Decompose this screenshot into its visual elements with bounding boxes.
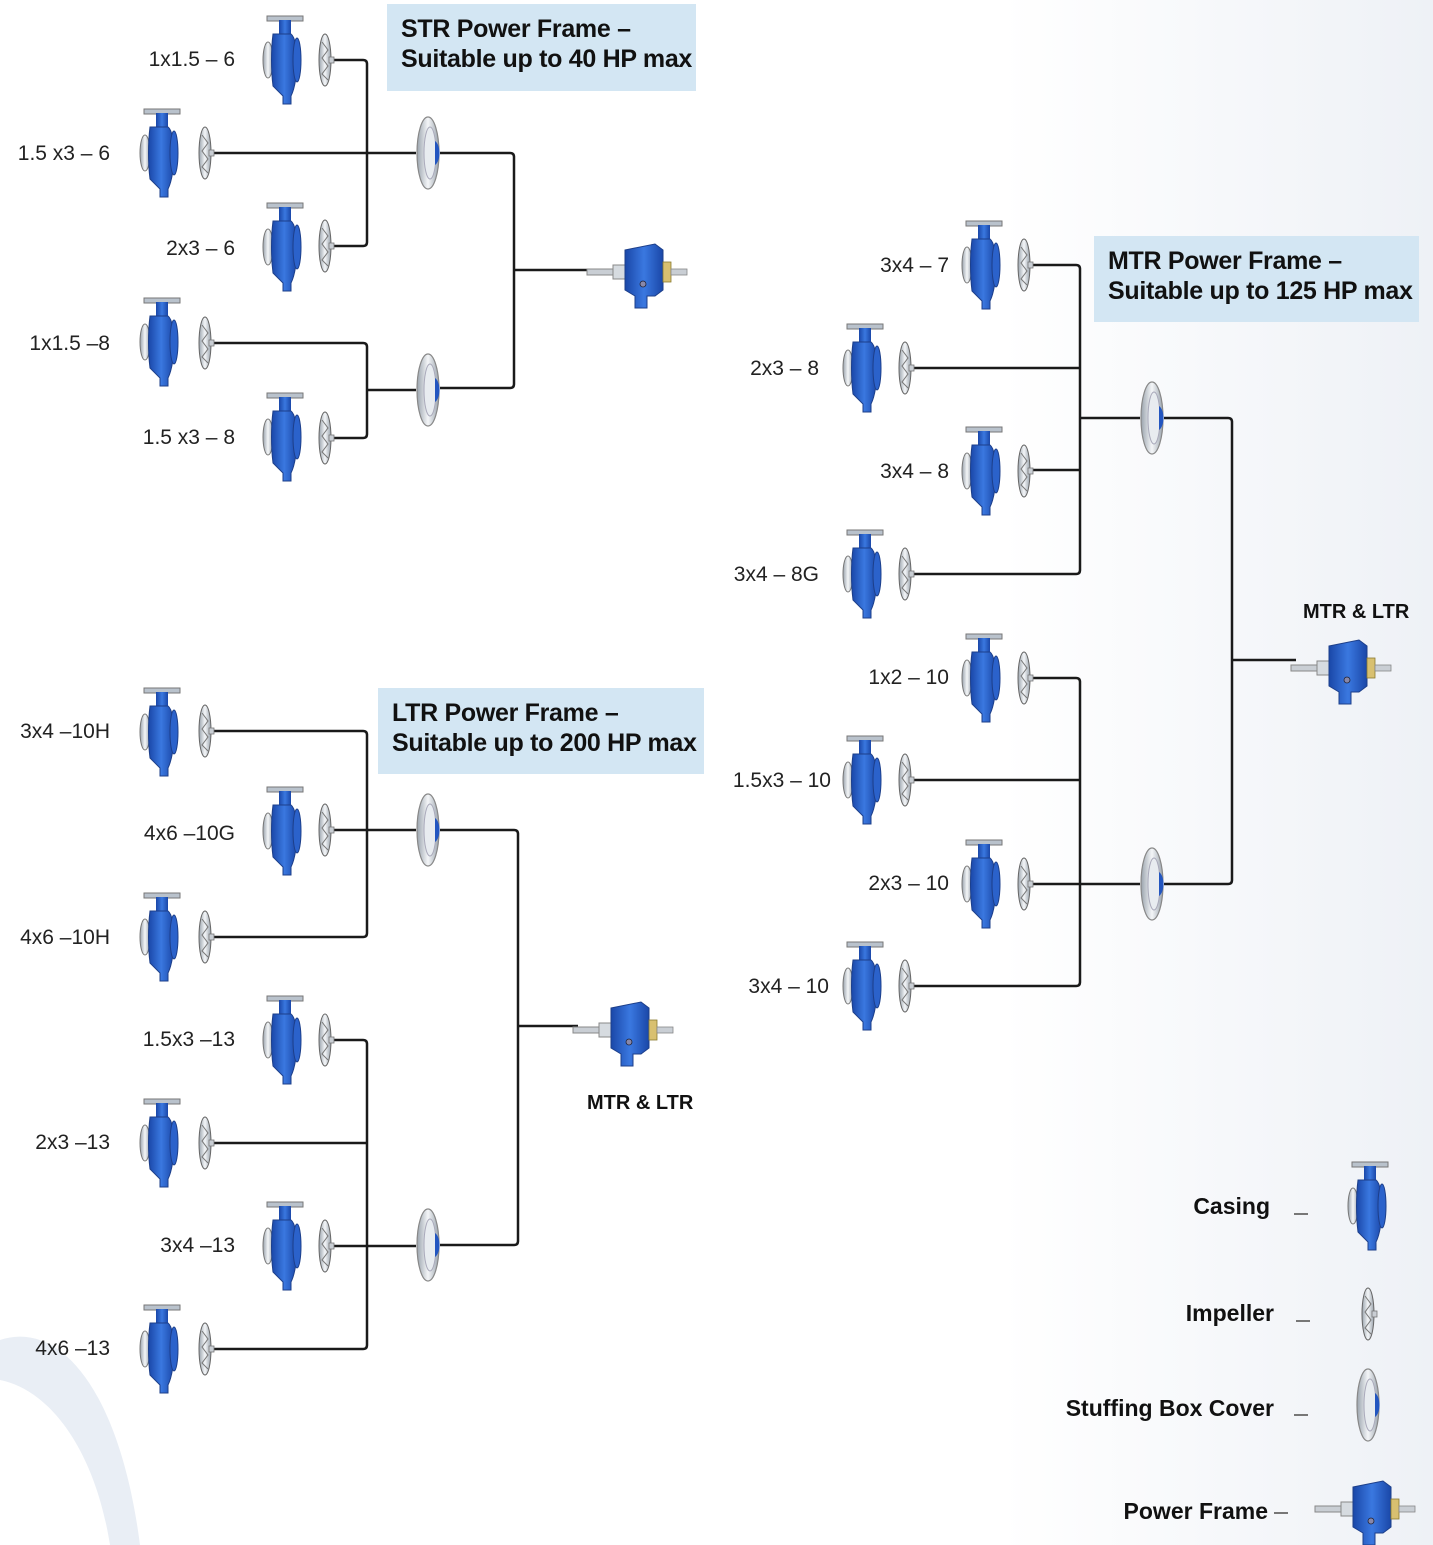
power-frame-icon <box>572 1001 674 1067</box>
casing-icon <box>961 633 1003 723</box>
mtr-frame-title: MTR Power Frame – <box>1108 247 1342 275</box>
stuffing-box-cover-icon <box>1140 847 1165 921</box>
impeller-icon <box>198 1322 215 1376</box>
legend-casing-label: Casing <box>1193 1193 1270 1219</box>
impeller-icon <box>898 753 915 807</box>
impeller-icon <box>1361 1287 1378 1341</box>
pump-label: 4x6 –10G <box>143 822 235 845</box>
pump-label: 3x4 – 10 <box>748 975 829 998</box>
pump-label: 4x6 –13 <box>35 1337 110 1360</box>
pump-label: 3x4 –13 <box>160 1234 235 1257</box>
legend-dash <box>1294 1213 1308 1215</box>
casing-icon <box>961 426 1003 516</box>
pump-label: 2x3 – 6 <box>166 237 235 260</box>
legend-power-frame-label: Power Frame <box>1123 1498 1268 1524</box>
impeller-icon <box>898 959 915 1013</box>
power-frame-label: MTR & LTR <box>587 1092 694 1114</box>
pump-label: 3x4 – 7 <box>880 254 949 277</box>
legend-dash <box>1294 1414 1308 1416</box>
impeller-icon <box>1017 238 1034 292</box>
ltr-frame-subtitle: Suitable up to 200 HP max <box>392 729 697 757</box>
impeller-icon <box>318 1013 335 1067</box>
str-frame-subtitle: Suitable up to 40 HP max <box>401 45 693 73</box>
casing-icon <box>842 735 884 825</box>
pump-label: 4x6 –10H <box>20 926 110 949</box>
impeller-icon <box>1017 651 1034 705</box>
casing-icon <box>961 220 1003 310</box>
legend-stuffing-box-cover-label: Stuffing Box Cover <box>1065 1395 1274 1421</box>
pump-label: 3x4 –10H <box>20 720 110 743</box>
impeller-icon <box>318 411 335 465</box>
watermark-swoosh <box>0 1336 140 1545</box>
pump-label: 2x3 – 10 <box>868 872 949 895</box>
pump-label: 1.5x3 –13 <box>142 1028 235 1051</box>
mtr-components <box>842 220 1392 1031</box>
pump-label: 1x2 – 10 <box>868 666 949 689</box>
casing-icon <box>139 687 181 777</box>
pump-label: 1.5x3 – 10 <box>732 769 831 792</box>
casing-icon <box>139 892 181 982</box>
impeller-icon <box>898 341 915 395</box>
casing-icon <box>262 392 304 482</box>
casing-icon <box>262 1201 304 1291</box>
mtr-frame-box: MTR Power Frame – Suitable up to 125 HP … <box>1094 236 1419 322</box>
impeller-icon <box>198 126 215 180</box>
pump-label: 1.5 x3 – 8 <box>142 426 235 449</box>
stuffing-box-cover-icon <box>416 353 441 427</box>
casing-icon <box>262 995 304 1085</box>
casing-icon <box>262 15 304 105</box>
casing-icon <box>1347 1161 1389 1251</box>
casing-icon <box>842 941 884 1031</box>
impeller-icon <box>198 316 215 370</box>
pump-label: 1.5 x3 – 6 <box>17 142 110 165</box>
pump-label: 2x3 –13 <box>35 1131 110 1154</box>
impeller-icon <box>318 219 335 273</box>
casing-icon <box>139 297 181 387</box>
pump-label: 3x4 – 8 <box>880 460 949 483</box>
str-frame-box: STR Power Frame – Suitable up to 40 HP m… <box>387 4 696 91</box>
impeller-icon <box>318 1219 335 1273</box>
legend-impeller-label: Impeller <box>1185 1300 1274 1326</box>
casing-icon <box>139 108 181 198</box>
impeller-icon <box>1017 857 1034 911</box>
power-frame-icon <box>1314 1480 1416 1545</box>
legend-dash <box>1274 1512 1288 1514</box>
ltr-frame-title: LTR Power Frame – <box>392 699 619 727</box>
stuffing-box-cover-icon <box>416 1208 441 1282</box>
casing-icon <box>139 1304 181 1394</box>
impeller-icon <box>318 33 335 87</box>
casing-icon <box>262 786 304 876</box>
power-frame-label: MTR & LTR <box>1303 601 1410 623</box>
ltr-frame-box: LTR Power Frame – Suitable up to 200 HP … <box>378 688 704 774</box>
stuffing-box-cover-icon <box>416 116 441 190</box>
casing-icon <box>262 202 304 292</box>
impeller-icon <box>198 704 215 758</box>
pump-label: 3x4 – 8G <box>733 563 819 586</box>
legend-icons <box>1314 1161 1416 1545</box>
casing-icon <box>139 1098 181 1188</box>
impeller-icon <box>898 547 915 601</box>
pump-label: 1x1.5 – 6 <box>148 48 235 71</box>
pump-label: 1x1.5 –8 <box>29 332 110 355</box>
impeller-icon <box>1017 444 1034 498</box>
impeller-icon <box>318 803 335 857</box>
casing-icon <box>842 529 884 619</box>
casing-icon <box>842 323 884 413</box>
pump-label: 2x3 – 8 <box>750 357 819 380</box>
stuffing-box-cover-icon <box>1356 1368 1381 1442</box>
mtr-frame-subtitle: Suitable up to 125 HP max <box>1108 277 1413 305</box>
stuffing-box-cover-icon <box>1140 381 1165 455</box>
impeller-icon <box>198 910 215 964</box>
str-frame-title: STR Power Frame – <box>401 15 631 43</box>
power-frame-icon <box>586 243 688 309</box>
impeller-icon <box>198 1116 215 1170</box>
legend-dash <box>1296 1320 1310 1322</box>
casing-icon <box>961 839 1003 929</box>
power-frame-icon <box>1290 639 1392 705</box>
stuffing-box-cover-icon <box>416 793 441 867</box>
connector-lines <box>204 58 1296 1351</box>
